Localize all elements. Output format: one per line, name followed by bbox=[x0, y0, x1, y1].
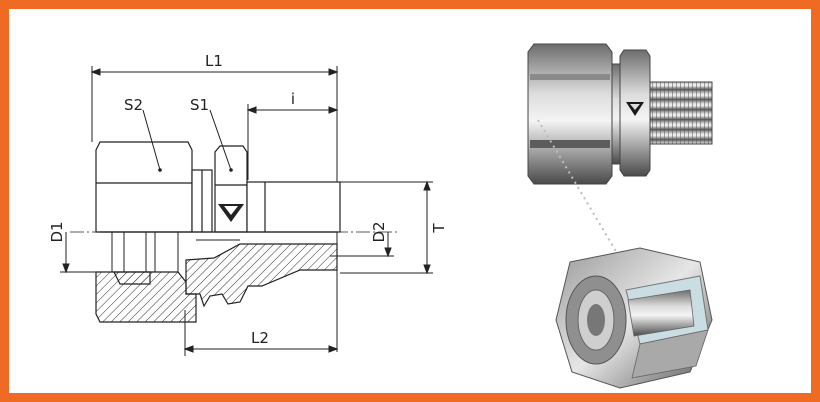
label-T: T bbox=[430, 223, 448, 234]
leader-lines bbox=[142, 109, 232, 171]
label-D1: D1 bbox=[48, 221, 66, 242]
inner-tube-lines bbox=[111, 232, 240, 272]
label-S1: S1 bbox=[190, 96, 209, 114]
label-L1: L1 bbox=[205, 52, 223, 70]
label-S2: S2 bbox=[124, 96, 143, 114]
section-hatched bbox=[95, 243, 338, 323]
label-D2: D2 bbox=[370, 221, 388, 242]
fitting-photo bbox=[527, 43, 713, 185]
fitting-outline bbox=[95, 141, 341, 233]
logo-mark bbox=[218, 204, 244, 222]
label-L2: L2 bbox=[251, 329, 269, 347]
label-i: i bbox=[291, 90, 295, 108]
cutaway-render bbox=[555, 247, 713, 389]
dotted-connector bbox=[537, 119, 621, 259]
